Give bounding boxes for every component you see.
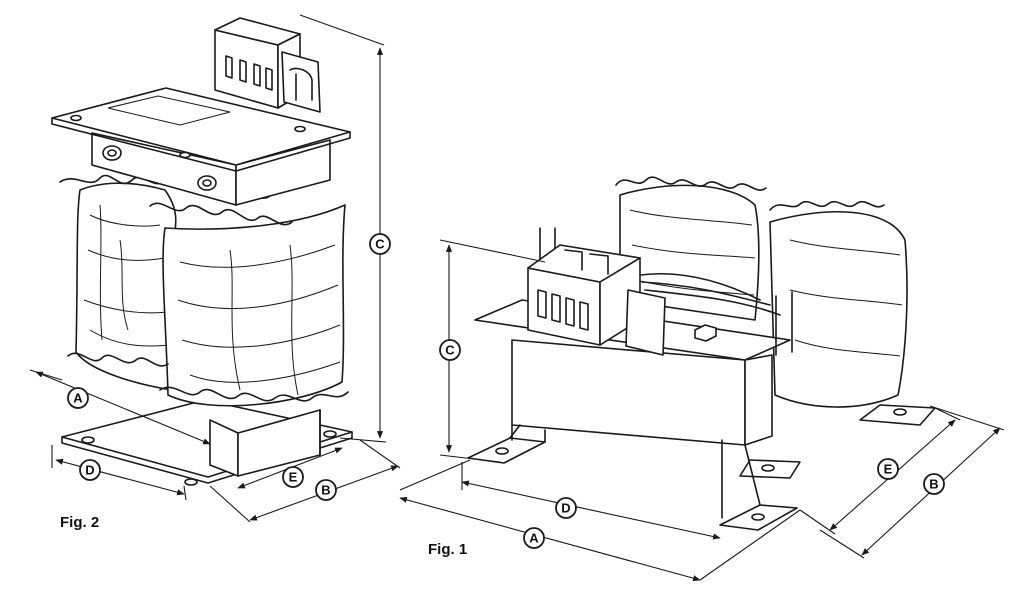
- fig2-label-d-text: D: [85, 463, 94, 478]
- fig2-label-c-text: C: [375, 237, 385, 252]
- fig1-label-b-text: B: [929, 477, 938, 492]
- fig1-label-a-text: A: [529, 531, 539, 546]
- fig1-label-e: E: [877, 458, 899, 480]
- fig2-label-a: A: [67, 387, 89, 409]
- fig1-caption: Fig. 1: [428, 541, 467, 558]
- fig1-label-b: B: [923, 473, 945, 495]
- fig2-caption: Fig. 2: [60, 514, 99, 531]
- fig1-label-a: A: [523, 527, 545, 549]
- fig1-label-c: C: [439, 339, 461, 361]
- fig2-label-d: D: [79, 459, 101, 481]
- fig2-transformer: [51, 17, 353, 486]
- fig2-label-e: E: [282, 466, 304, 488]
- fig1-label-d: D: [555, 497, 577, 519]
- fig1-rear-coil: [769, 210, 908, 408]
- fig2-label-b: B: [315, 479, 337, 501]
- fig2-right-coil: [162, 204, 346, 407]
- fig2-label-e-text: E: [289, 470, 298, 485]
- fig1-transformer: [467, 176, 936, 531]
- fig1-label-c-text: C: [445, 343, 455, 358]
- fig1-label-e-text: E: [884, 462, 893, 477]
- fig2-label-a-text: A: [73, 391, 83, 406]
- fig1-label-d-text: D: [561, 501, 570, 516]
- fig2-label-b-text: B: [321, 483, 330, 498]
- fig1-core-box: [511, 339, 746, 446]
- fig2-label-c: C: [369, 233, 391, 255]
